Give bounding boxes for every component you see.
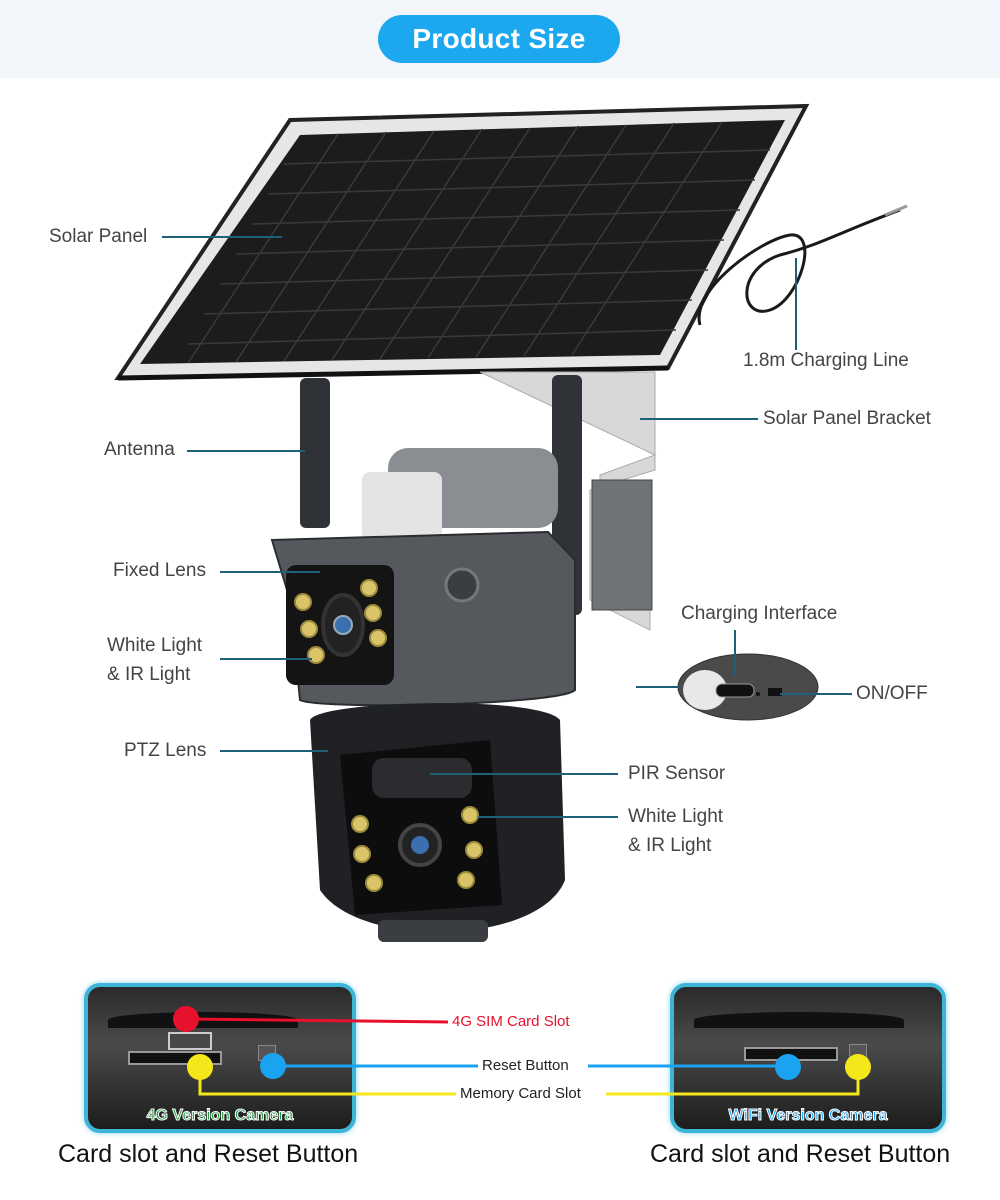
leader-charging-interface <box>734 630 736 676</box>
badge-wifi-version: WiFi Version Camera <box>728 1107 888 1125</box>
label-memory-slot: Memory Card Slot <box>456 1085 585 1102</box>
caption-left: Card slot and Reset Button <box>58 1140 359 1168</box>
label-antenna: Antenna <box>104 439 175 460</box>
solar-panel-graphic <box>114 103 810 381</box>
leader-ptz-lens <box>220 750 328 752</box>
label-solar-panel-bracket: Solar Panel Bracket <box>763 408 931 429</box>
leader-charging-line <box>795 258 797 350</box>
detail-4g-version: 4G Version Camera <box>84 983 356 1133</box>
label-fixed-lens: Fixed Lens <box>113 560 206 581</box>
leader-pir-sensor <box>430 773 618 775</box>
badge-4g-version: 4G Version Camera <box>146 1107 294 1125</box>
label-ptz-lens: PTZ Lens <box>124 740 207 761</box>
label-white-light-top-2: & IR Light <box>107 664 191 685</box>
leader-white-light-top <box>220 658 312 660</box>
leader-fixed-lens <box>220 571 320 573</box>
label-reset-button: Reset Button <box>478 1057 573 1074</box>
leader-solar-panel <box>162 236 282 238</box>
leader-white-light-bottom <box>478 816 618 818</box>
page-title: Product Size <box>378 15 620 63</box>
label-pir-sensor: PIR Sensor <box>628 763 726 784</box>
label-sim-slot: 4G SIM Card Slot <box>448 1013 574 1030</box>
label-on-off: ON/OFF <box>856 683 928 704</box>
detail-wifi-version: WiFi Version Camera <box>670 983 946 1133</box>
leader-bracket <box>640 418 758 420</box>
label-charging-interface: Charging Interface <box>681 603 838 624</box>
leader-on-off <box>780 693 852 695</box>
label-white-light-top-1: White Light <box>107 635 203 656</box>
leader-antenna <box>187 450 305 452</box>
label-white-light-bottom-1: White Light <box>628 806 724 827</box>
leader-charging-elbow <box>636 686 680 688</box>
label-charging-line: 1.8m Charging Line <box>743 350 909 371</box>
label-solar-panel: Solar Panel <box>49 226 148 247</box>
caption-right: Card slot and Reset Button <box>650 1140 951 1168</box>
label-white-light-bottom-2: & IR Light <box>628 835 712 856</box>
